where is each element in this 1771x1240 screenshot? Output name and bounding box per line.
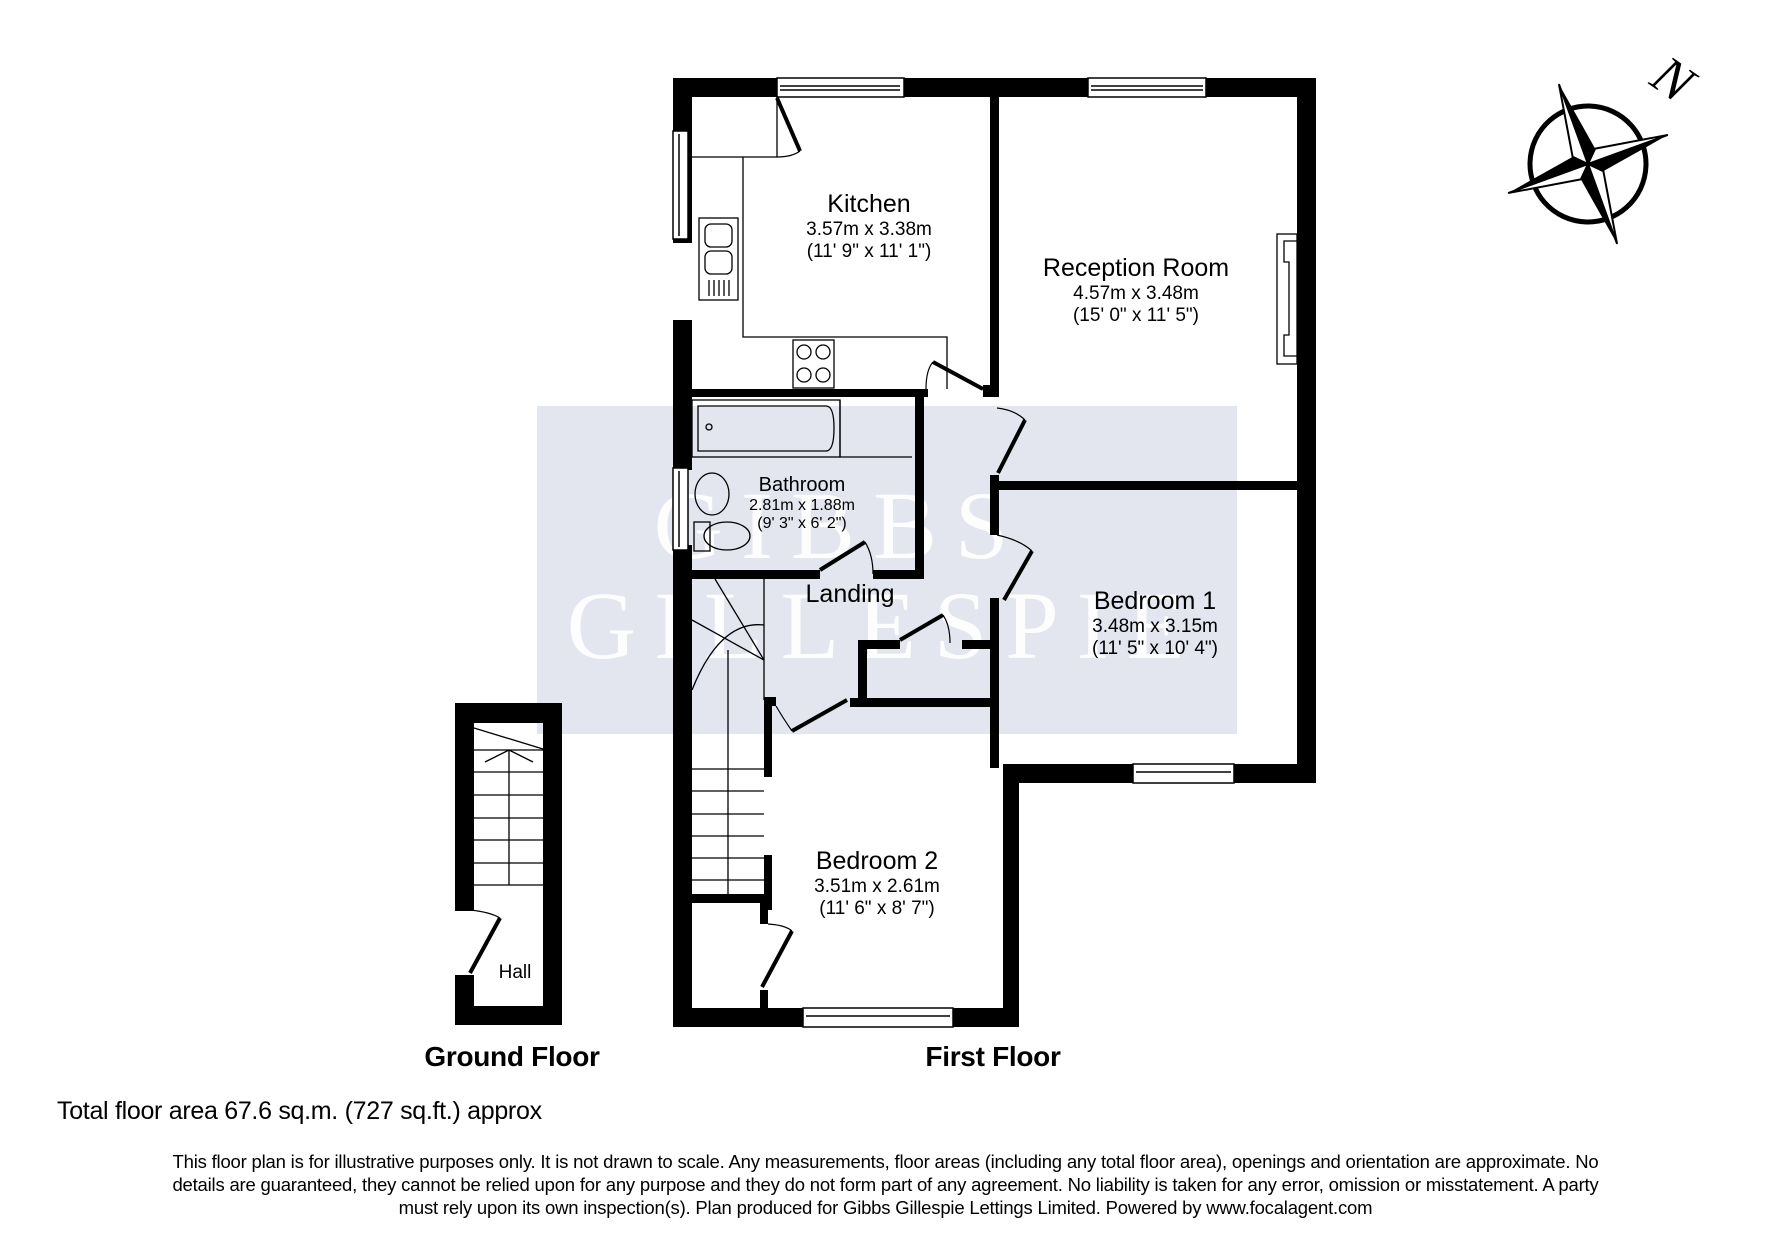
- fixtures: [473, 97, 1298, 894]
- windows: [672, 77, 1235, 1028]
- room-bedroom-1: Bedroom 1 3.48m x 3.15m (11' 5" x 10' 4"…: [1092, 587, 1218, 659]
- room-imperial: (11' 5" x 10' 4"): [1091, 637, 1219, 659]
- room-metric: 3.57m x 3.38m: [806, 218, 932, 240]
- room-imperial: (15' 0" x 11' 5"): [1072, 304, 1199, 326]
- room-imperial: (11' 6" x 8' 7"): [819, 897, 935, 919]
- floor-label-first: First Floor: [925, 1041, 1061, 1072]
- room-name: Bathroom: [758, 474, 846, 496]
- watermark-text-line2: GILLESPIE: [566, 572, 1204, 679]
- room-kitchen: Kitchen 3.57m x 3.38m (11' 9" x 11' 1"): [806, 190, 932, 262]
- room-metric: 4.57m x 3.48m: [1073, 282, 1199, 304]
- room-imperial: (11' 9" x 11' 1"): [806, 240, 932, 262]
- disclaimer: This floor plan is for illustrative purp…: [40, 1150, 1731, 1219]
- total-floor-area: Total floor area 67.6 sq.m. (727 sq.ft.)…: [57, 1097, 542, 1125]
- room-name: Bedroom 2: [815, 847, 939, 875]
- room-hall: Hall: [499, 962, 532, 984]
- disclaimer-line-1: This floor plan is for illustrative purp…: [172, 1151, 1599, 1172]
- floor-label-ground: Ground Floor: [424, 1041, 600, 1072]
- room-name: Landing: [805, 580, 895, 608]
- room-name: Reception Room: [1042, 254, 1230, 282]
- room-metric: 3.51m x 2.61m: [814, 875, 940, 897]
- room-landing: Landing: [806, 580, 895, 609]
- doors: [468, 97, 1034, 988]
- room-metric: 2.81m x 1.88m: [749, 497, 855, 514]
- room-name: Bedroom 1: [1093, 587, 1217, 615]
- room-imperial: (9' 3" x 6' 2"): [757, 515, 847, 533]
- disclaimer-line-3: must rely upon its own inspection(s). Pl…: [398, 1197, 1373, 1218]
- room-bedroom-2: Bedroom 2 3.51m x 2.61m (11' 6" x 8' 7"): [814, 847, 940, 919]
- room-name: Hall: [498, 962, 532, 983]
- room-reception: Reception Room 4.57m x 3.48m (15' 0" x 1…: [1043, 254, 1229, 326]
- room-name: Kitchen: [827, 190, 911, 218]
- room-metric: 3.48m x 3.15m: [1092, 615, 1218, 637]
- compass-icon: [1507, 83, 1669, 245]
- room-bathroom: Bathroom 2.81m x 1.88m (9' 3" x 6' 2"): [749, 474, 855, 534]
- disclaimer-line-2: details are guaranteed, they cannot be r…: [172, 1174, 1599, 1195]
